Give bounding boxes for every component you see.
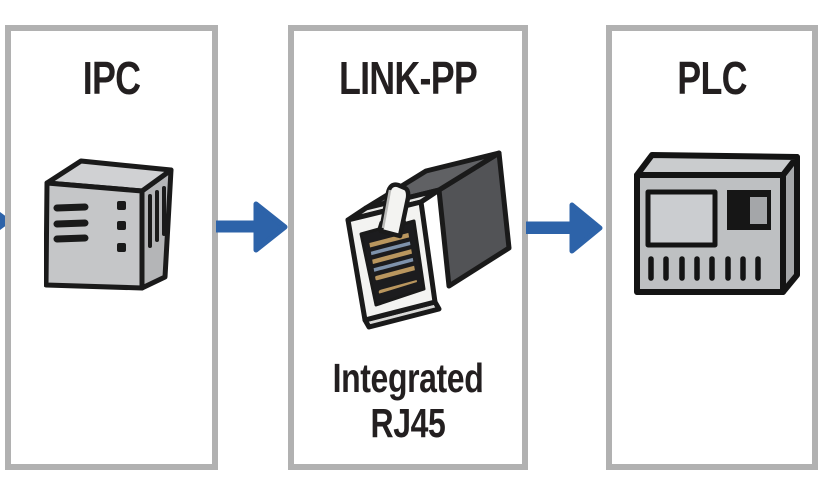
sublabel-line-2: RJ45 xyxy=(370,400,446,446)
flow-arrow-ipc-to-link-pp xyxy=(216,201,288,253)
node-ipc: IPC xyxy=(5,25,218,470)
node-plc-title: PLC xyxy=(677,52,747,104)
node-link-pp-title: LINK-PP xyxy=(338,52,478,104)
flow-arrow-left-edge xyxy=(0,212,10,230)
node-link-pp-sublabel: Integrated RJ45 xyxy=(319,356,497,446)
node-ipc-title: IPC xyxy=(82,52,141,104)
flow-arrow-link-pp-to-plc xyxy=(526,202,603,254)
plc-icon xyxy=(634,152,800,295)
node-link-pp: LINK-PP xyxy=(288,25,528,470)
node-plc: PLC xyxy=(606,25,818,470)
rj45-coupler-icon xyxy=(345,150,512,330)
industrial-pc-icon xyxy=(44,158,174,291)
sublabel-line-1: Integrated xyxy=(332,355,484,401)
